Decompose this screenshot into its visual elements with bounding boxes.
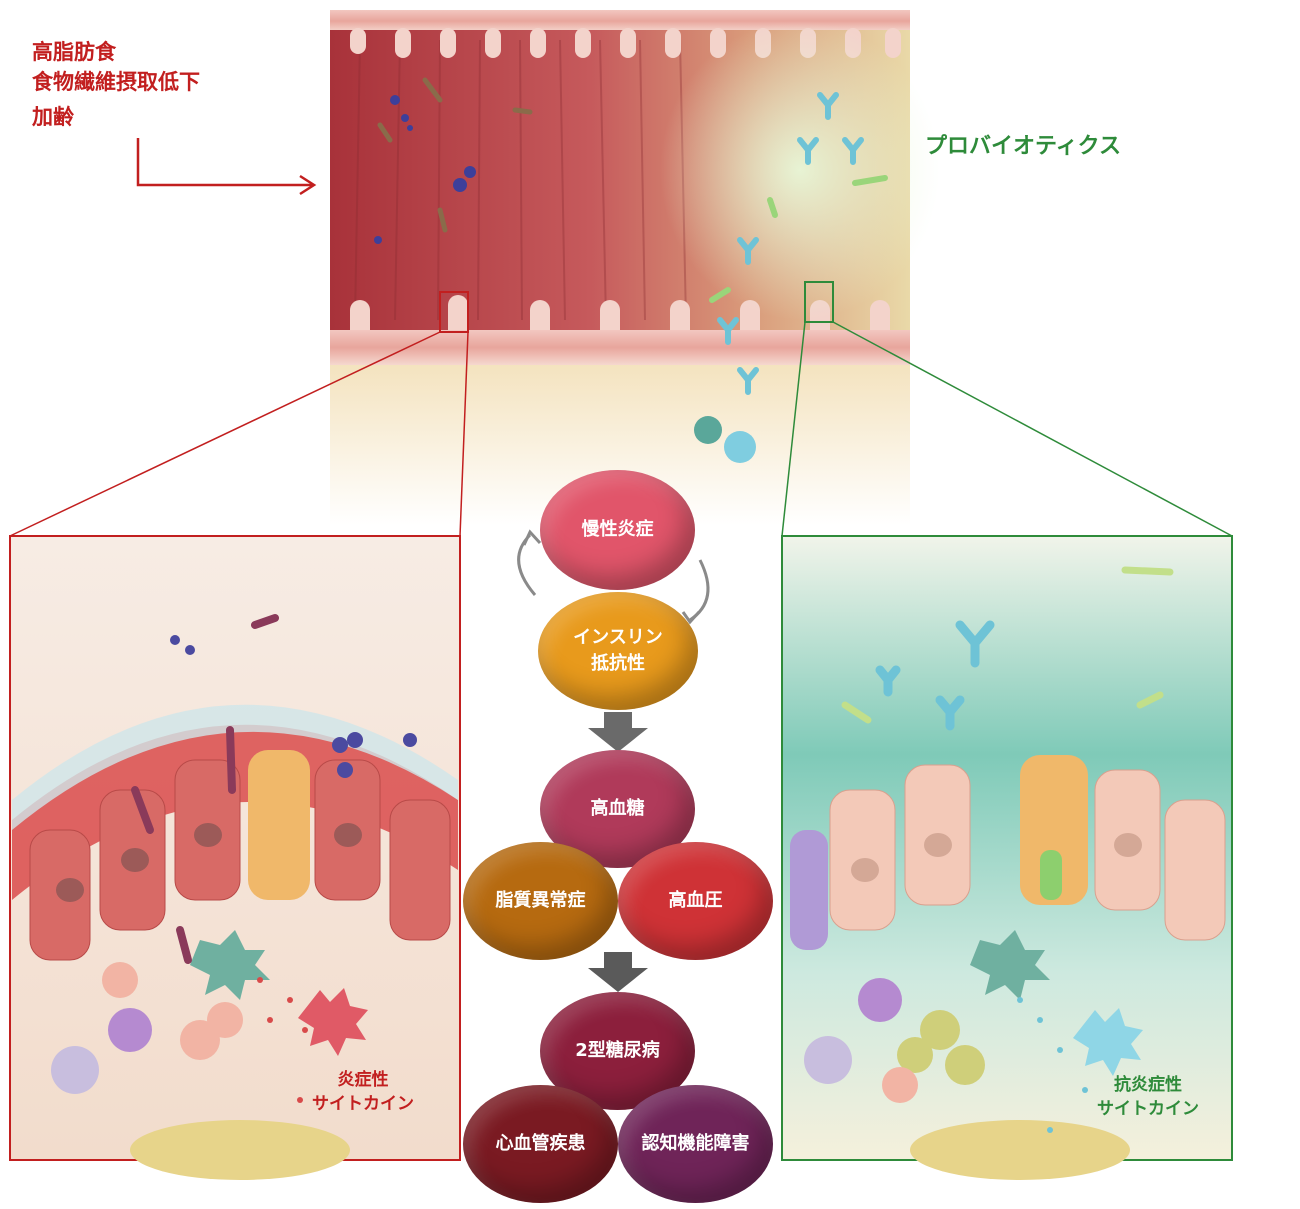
node-chronic-inflammation: 慢性炎症 bbox=[540, 470, 695, 590]
probiotics-label: プロバイオティクス bbox=[925, 134, 1122, 159]
down-arrow-2 bbox=[588, 952, 648, 992]
node-hypertension: 高血圧 bbox=[618, 842, 773, 960]
gut-section bbox=[330, 10, 940, 525]
cycle-arrows bbox=[517, 529, 710, 625]
inflammatory-cytokine-label: 炎症性 サイトカイン bbox=[312, 1070, 414, 1114]
risk-factor-aging: 加齢 bbox=[32, 105, 74, 129]
risk-arrow bbox=[136, 138, 317, 196]
risk-factor-high-fat-diet: 高脂肪食 bbox=[32, 40, 116, 64]
node-cardiovascular-disease: 心血管疾患 bbox=[463, 1085, 618, 1203]
node-dyslipidemia: 脂質異常症 bbox=[463, 842, 618, 960]
down-arrow-1 bbox=[588, 712, 648, 752]
zoom-lines bbox=[9, 321, 1233, 537]
risk-factor-low-fiber: 食物繊維摂取低下 bbox=[32, 70, 200, 94]
left-zoom-panel bbox=[9, 535, 461, 1180]
node-insulin-resistance: インスリン 抵抗性 bbox=[538, 592, 698, 710]
node-cognitive-impairment: 認知機能障害 bbox=[618, 1085, 773, 1203]
right-zoom-panel bbox=[781, 535, 1233, 1180]
anti-inflammatory-cytokine-label: 抗炎症性 サイトカイン bbox=[1097, 1075, 1199, 1119]
